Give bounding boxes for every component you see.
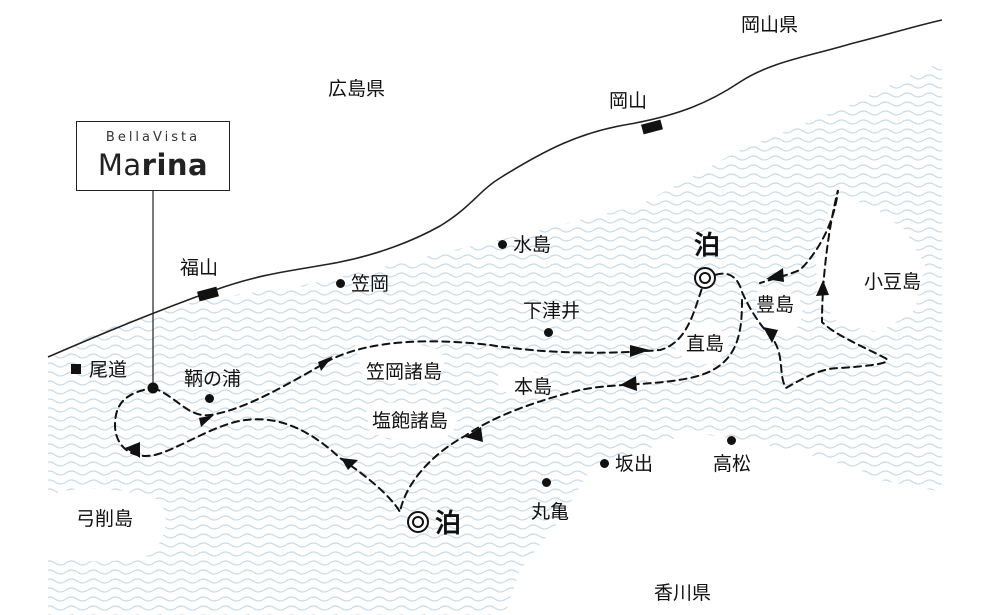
tomonoura-dot (205, 394, 214, 403)
logo-main-bold: rina (141, 148, 209, 182)
shimotsui-label: 下津井 (523, 300, 581, 322)
arrow-north-1 (816, 280, 829, 296)
fukuyama-station-marker (197, 286, 219, 302)
route-north-leg (152, 279, 706, 417)
route-south-return (113, 299, 743, 515)
kagawa-prefecture-label: 香川県 (654, 582, 712, 604)
shimotsui-dot (544, 328, 553, 337)
logo-main-text: Marina (77, 148, 229, 182)
shodoshima-land (815, 195, 925, 332)
marugame-dot (542, 478, 551, 487)
arrow-west-1 (766, 268, 784, 282)
onomichi-label: 尾道 (71, 361, 127, 380)
overnight-marker-north (694, 267, 716, 289)
naoshima-land (676, 325, 729, 365)
kasaoka-label: 笠岡 (336, 275, 389, 294)
yuge-land (48, 488, 166, 562)
hiroshima-prefecture-label: 広島県 (328, 78, 386, 100)
bellavista-marina-logo: BellaVista Marina (76, 121, 230, 191)
honjima-label: 本島 (514, 376, 553, 398)
route-shodo-loop (704, 189, 889, 390)
mizushima-label: 水島 (498, 236, 551, 255)
overnight-marker-south (407, 511, 429, 533)
arrow-east-2 (630, 345, 650, 357)
takamatsu-label: 高松 (713, 453, 752, 475)
okayama-station-marker (641, 119, 663, 135)
kasaoka-islands-land (355, 341, 445, 384)
okayama-prefecture-label: 岡山県 (741, 14, 799, 36)
okayama-station-label: 岡山 (609, 90, 648, 112)
shiwaku-islands-label: 塩飽諸島 (372, 410, 449, 432)
logo-main-light: Ma (97, 148, 142, 182)
overnight-stop-north-label: 泊 (694, 231, 721, 261)
kasaoka-islands-label: 笠岡諸島 (366, 361, 443, 383)
tomonoura-label: 鞆の浦 (184, 368, 242, 390)
arrow-south-1 (763, 327, 778, 343)
kagawa-land (505, 440, 942, 615)
teshima-land (755, 288, 803, 337)
shodoshima-label: 小豆島 (864, 271, 922, 293)
overnight-stop-south-label: 泊 (435, 509, 462, 539)
marugame-label: 丸亀 (531, 501, 570, 523)
route-arrows (125, 268, 829, 470)
teshima-label: 豊島 (756, 294, 795, 316)
naoshima-label: 直島 (686, 333, 725, 355)
arrow-east-1 (318, 356, 333, 371)
takamatsu-dot (727, 436, 736, 445)
cruise-route (113, 189, 889, 515)
arrow-west-3 (465, 427, 483, 442)
sea-area (48, 62, 942, 615)
honjima-land (498, 369, 549, 398)
marina-point (147, 382, 159, 394)
yuge-island-label: 弓削島 (76, 508, 134, 530)
arrow-west-4 (125, 442, 140, 458)
coastline-line (47, 19, 943, 358)
logo-top-text: BellaVista (105, 130, 201, 145)
arrow-east-3 (199, 415, 214, 427)
sakaide-label: 坂出 (600, 455, 653, 474)
arrow-west-2 (620, 376, 637, 391)
arrow-nw-1 (341, 458, 358, 470)
land-masses (48, 195, 942, 615)
fukuyama-station-label: 福山 (180, 257, 219, 279)
shiwaku-islands-land (365, 402, 457, 441)
